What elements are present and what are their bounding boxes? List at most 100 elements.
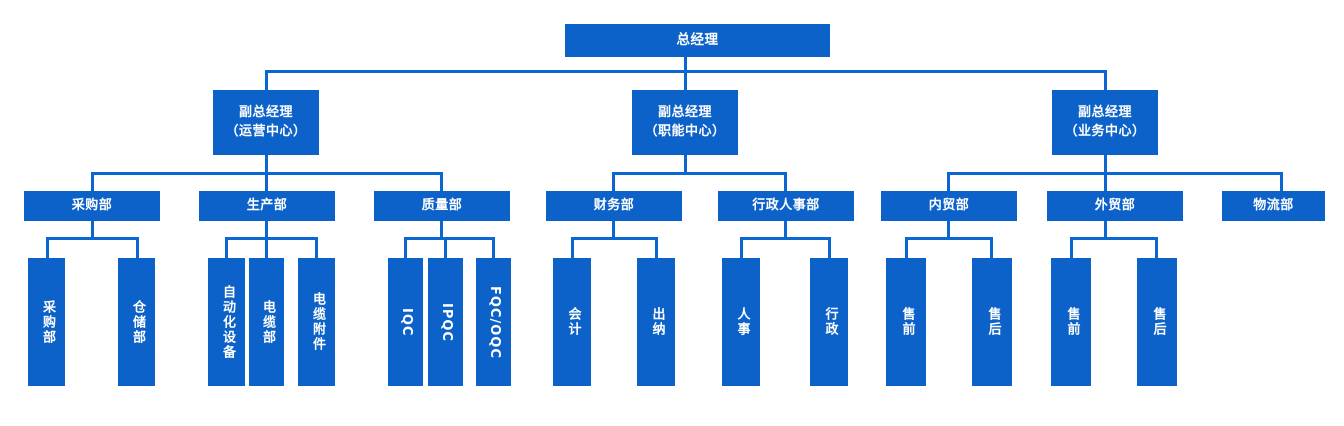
node-ipqc[interactable]: IPQC [428, 258, 463, 386]
node-domestic-presale[interactable]: 售前 [886, 258, 926, 386]
node-label-warehouse: 仓储部 [129, 299, 145, 345]
node-label-quality-dept: 质量部 [421, 197, 463, 213]
node-label-cable-accessories: 电缆附件 [309, 292, 325, 352]
node-label-cashier: 出纳 [649, 307, 665, 337]
node-warehouse[interactable]: 仓储部 [118, 258, 155, 386]
connector-finance-bus [571, 237, 658, 240]
connector-domestic-stem [947, 220, 950, 239]
node-label-vp-functional: 副总经理 （职能中心） [644, 104, 726, 139]
node-domestic-trade-dept[interactable]: 内贸部 [881, 191, 1017, 221]
node-general-manager[interactable]: 总经理 [565, 24, 830, 57]
connector-drop-domestic [947, 172, 950, 191]
connector-purchasing-bus [46, 237, 139, 240]
connector-drop-warehouse [136, 237, 139, 259]
node-label-administration: 行政 [822, 307, 838, 337]
node-logistics-dept[interactable]: 物流部 [1222, 191, 1325, 221]
node-cashier[interactable]: 出纳 [637, 258, 675, 386]
connector-drop-admin-hr [784, 172, 787, 191]
node-label-purchasing-dept: 采购部 [71, 197, 113, 213]
node-label-domestic-aftersale: 售后 [985, 307, 1001, 337]
connector-vp-func-stem [684, 154, 687, 174]
node-vp-operations[interactable]: 副总经理 （运营中心） [213, 90, 319, 155]
connector-drop-dom-aftersale [990, 237, 993, 259]
connector-quality-stem [440, 220, 443, 239]
node-label-ipqc: IPQC [438, 302, 454, 342]
node-quality-dept[interactable]: 质量部 [374, 191, 510, 221]
node-iqc[interactable]: IQC [388, 258, 423, 386]
connector-drop-fqc-oqc [492, 237, 495, 259]
node-production-dept[interactable]: 生产部 [199, 191, 335, 221]
connector-drop-hr [740, 237, 743, 259]
connector-drop-dom-presale [905, 237, 908, 259]
node-label-fqc-oqc: FQC/OQC [486, 285, 502, 359]
node-vp-functional[interactable]: 副总经理 （职能中心） [632, 90, 738, 155]
node-label-production-dept: 生产部 [246, 197, 288, 213]
node-label-domestic-trade-dept: 内贸部 [928, 197, 970, 213]
node-purchasing-dept[interactable]: 采购部 [24, 191, 160, 221]
node-foreign-trade-dept[interactable]: 外贸部 [1047, 191, 1183, 221]
connector-drop-foreign [1104, 172, 1107, 191]
node-cable-accessories[interactable]: 电缆附件 [298, 258, 335, 386]
connector-domestic-bus [905, 237, 993, 240]
connector-admin-hr-stem [784, 220, 787, 239]
node-purchasing-sub[interactable]: 采购部 [28, 258, 65, 386]
connector-drop-finance [612, 172, 615, 191]
connector-drop-quality [440, 172, 443, 191]
node-automation-equipment[interactable]: 自动化设备 [208, 258, 245, 386]
connector-vp-biz-stem [1104, 154, 1107, 174]
node-cable-dept[interactable]: 电缆部 [249, 258, 284, 386]
node-label-foreign-aftersale: 售后 [1150, 307, 1166, 337]
connector-drop-vp-ops [265, 70, 268, 91]
node-foreign-presale[interactable]: 售前 [1051, 258, 1091, 386]
node-accounting[interactable]: 会计 [553, 258, 591, 386]
node-label-foreign-trade-dept: 外贸部 [1094, 197, 1136, 213]
node-foreign-aftersale[interactable]: 售后 [1137, 258, 1177, 386]
node-label-vp-business: 副总经理 （业务中心） [1064, 104, 1146, 139]
connector-drop-logistics [1280, 172, 1283, 191]
node-fqc-oqc[interactable]: FQC/OQC [476, 258, 511, 386]
node-label-finance-dept: 财务部 [593, 197, 635, 213]
node-label-general-manager: 总经理 [676, 31, 719, 48]
connector-foreign-stem [1104, 220, 1107, 239]
connector-drop-vp-func [684, 70, 687, 91]
connector-vp-ops-stem [265, 154, 268, 174]
node-hr[interactable]: 人事 [722, 258, 760, 386]
node-label-vp-operations: 副总经理 （运营中心） [225, 104, 307, 139]
connector-purchasing-stem [91, 220, 94, 239]
connector-drop-automation [225, 237, 228, 259]
connector-drop-cashier [655, 237, 658, 259]
connector-drop-ipqc [444, 237, 447, 259]
node-admin-hr-dept[interactable]: 行政人事部 [718, 191, 854, 221]
connector-drop-iqc [404, 237, 407, 259]
node-label-logistics-dept: 物流部 [1253, 197, 1294, 213]
connector-drop-cable-acc [315, 237, 318, 259]
connector-drop-production [265, 172, 268, 191]
connector-drop-purchasing-sub [46, 237, 49, 259]
connector-foreign-bus [1070, 237, 1158, 240]
connector-production-bus [225, 237, 318, 240]
connector-finance-stem [612, 220, 615, 239]
node-administration[interactable]: 行政 [810, 258, 848, 386]
connector-drop-admin [828, 237, 831, 259]
node-label-purchasing-sub: 采购部 [39, 299, 55, 345]
node-vp-business[interactable]: 副总经理 （业务中心） [1052, 90, 1158, 155]
connector-gm-stem [684, 56, 687, 72]
node-label-cable-dept: 电缆部 [259, 299, 275, 345]
connector-func-level3-bus [612, 172, 787, 175]
connector-drop-purchasing [91, 172, 94, 191]
connector-drop-cable [265, 237, 268, 259]
connector-quality-bus [404, 237, 495, 240]
node-label-admin-hr-dept: 行政人事部 [752, 197, 820, 213]
node-finance-dept[interactable]: 财务部 [546, 191, 682, 221]
connector-production-stem [265, 220, 268, 239]
node-domestic-aftersale[interactable]: 售后 [972, 258, 1012, 386]
node-label-hr: 人事 [734, 307, 750, 337]
connector-biz-level3-bus [947, 172, 1283, 175]
node-label-accounting: 会计 [565, 307, 581, 337]
node-label-domestic-presale: 售前 [899, 307, 915, 337]
connector-drop-for-presale [1070, 237, 1073, 259]
connector-drop-for-aftersale [1155, 237, 1158, 259]
node-label-iqc: IQC [398, 307, 414, 337]
node-label-foreign-presale: 售前 [1064, 307, 1080, 337]
